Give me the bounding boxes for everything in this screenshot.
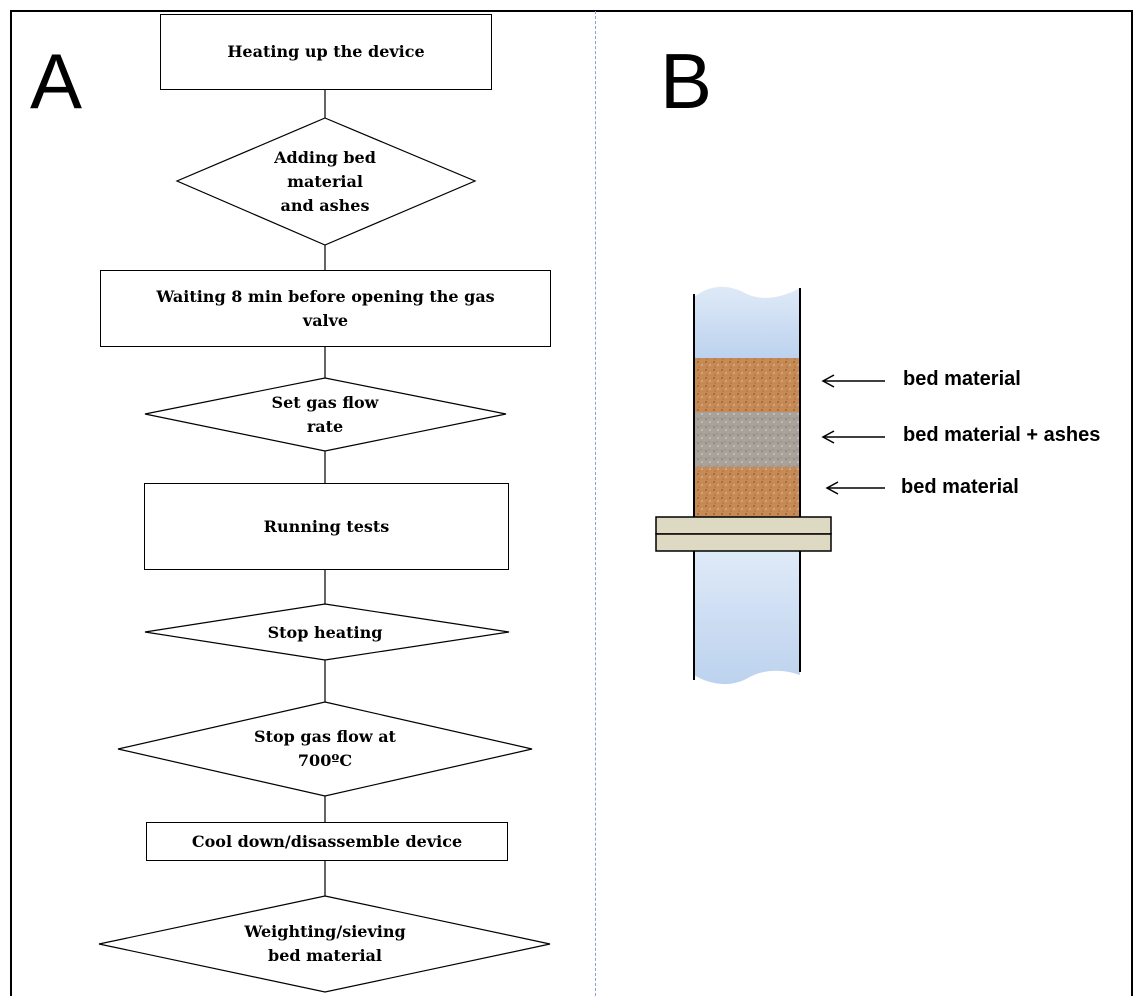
tube-upper bbox=[694, 286, 800, 358]
step-stop-gas-flow: Stop gas flow at 700ºC bbox=[254, 727, 396, 770]
layer-bed-material-top bbox=[694, 358, 800, 412]
step-text: Heating up the device bbox=[227, 42, 425, 61]
step-heating-up: Heating up the device bbox=[160, 14, 492, 90]
decision-diamond-6 bbox=[144, 603, 510, 661]
panel-label-b: B bbox=[660, 37, 713, 125]
layer-bed-material-bottom bbox=[694, 467, 800, 517]
step-cool-down: Cool down/disassemble device bbox=[146, 822, 508, 861]
step-text: Waiting 8 min before opening the gas val… bbox=[156, 286, 495, 330]
step-adding-bed-material: Adding bed material and ashes bbox=[274, 148, 376, 215]
arrows bbox=[821, 374, 885, 495]
arrow-2-head bbox=[821, 430, 835, 444]
arrow-3-head bbox=[825, 481, 839, 495]
figure-frame bbox=[10, 10, 1133, 996]
label-bed-material-top: bed material bbox=[903, 368, 1021, 390]
step-weighting-sieving: Weighting/sieving bed material bbox=[244, 922, 406, 965]
decision-diamond-7 bbox=[117, 701, 533, 797]
step-text: Running tests bbox=[263, 516, 390, 536]
flange-upper-plate bbox=[655, 516, 832, 535]
decision-diamond-9 bbox=[98, 895, 551, 993]
decision-diamond-4 bbox=[144, 377, 507, 452]
label-bed-material-ashes: bed material + ashes bbox=[903, 424, 1101, 446]
step-set-gas-flow: Set gas flow rate bbox=[271, 393, 379, 436]
layer-bed-material-ashes bbox=[694, 412, 800, 467]
label-bed-material-bottom: bed material bbox=[901, 476, 1019, 498]
arrow-1-head bbox=[821, 374, 835, 388]
step-running-tests: Running tests bbox=[144, 483, 509, 570]
decision-diamond-2 bbox=[175, 117, 477, 246]
step-text: Cool down/disassemble device bbox=[191, 831, 463, 851]
panel-divider bbox=[595, 11, 596, 996]
step-stop-heating: Stop heating bbox=[267, 623, 383, 642]
tube-lower bbox=[694, 551, 800, 685]
flange-lower-plate bbox=[655, 533, 832, 552]
panel-label-a: A bbox=[30, 37, 83, 125]
step-waiting: Waiting 8 min before opening the gas val… bbox=[100, 270, 551, 347]
